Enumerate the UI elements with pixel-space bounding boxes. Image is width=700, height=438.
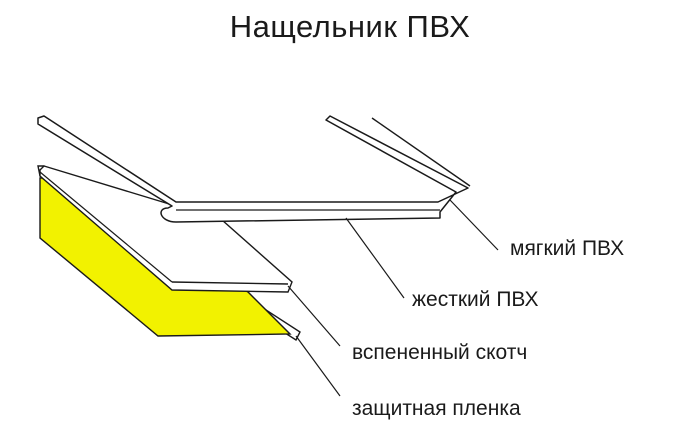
diagram-title: Нащельник ПВХ (229, 9, 471, 44)
leader-line-soft-pvc (449, 199, 499, 251)
leader-line-hard-pvc (345, 217, 405, 299)
hard-pvc-layer (39, 165, 293, 293)
leader-line-foam-tape (287, 285, 341, 347)
leader-line-protective-film (295, 335, 341, 397)
label-foam-tape: вспененный скотч (352, 341, 528, 364)
label-soft-pvc: мягкий ПВХ (510, 237, 625, 260)
leader-lines (287, 199, 499, 397)
label-protective-film: защитная пленка (352, 397, 521, 420)
soft-pvc-layer (37, 115, 471, 223)
label-hard-pvc: жесткий ПВХ (412, 288, 539, 311)
